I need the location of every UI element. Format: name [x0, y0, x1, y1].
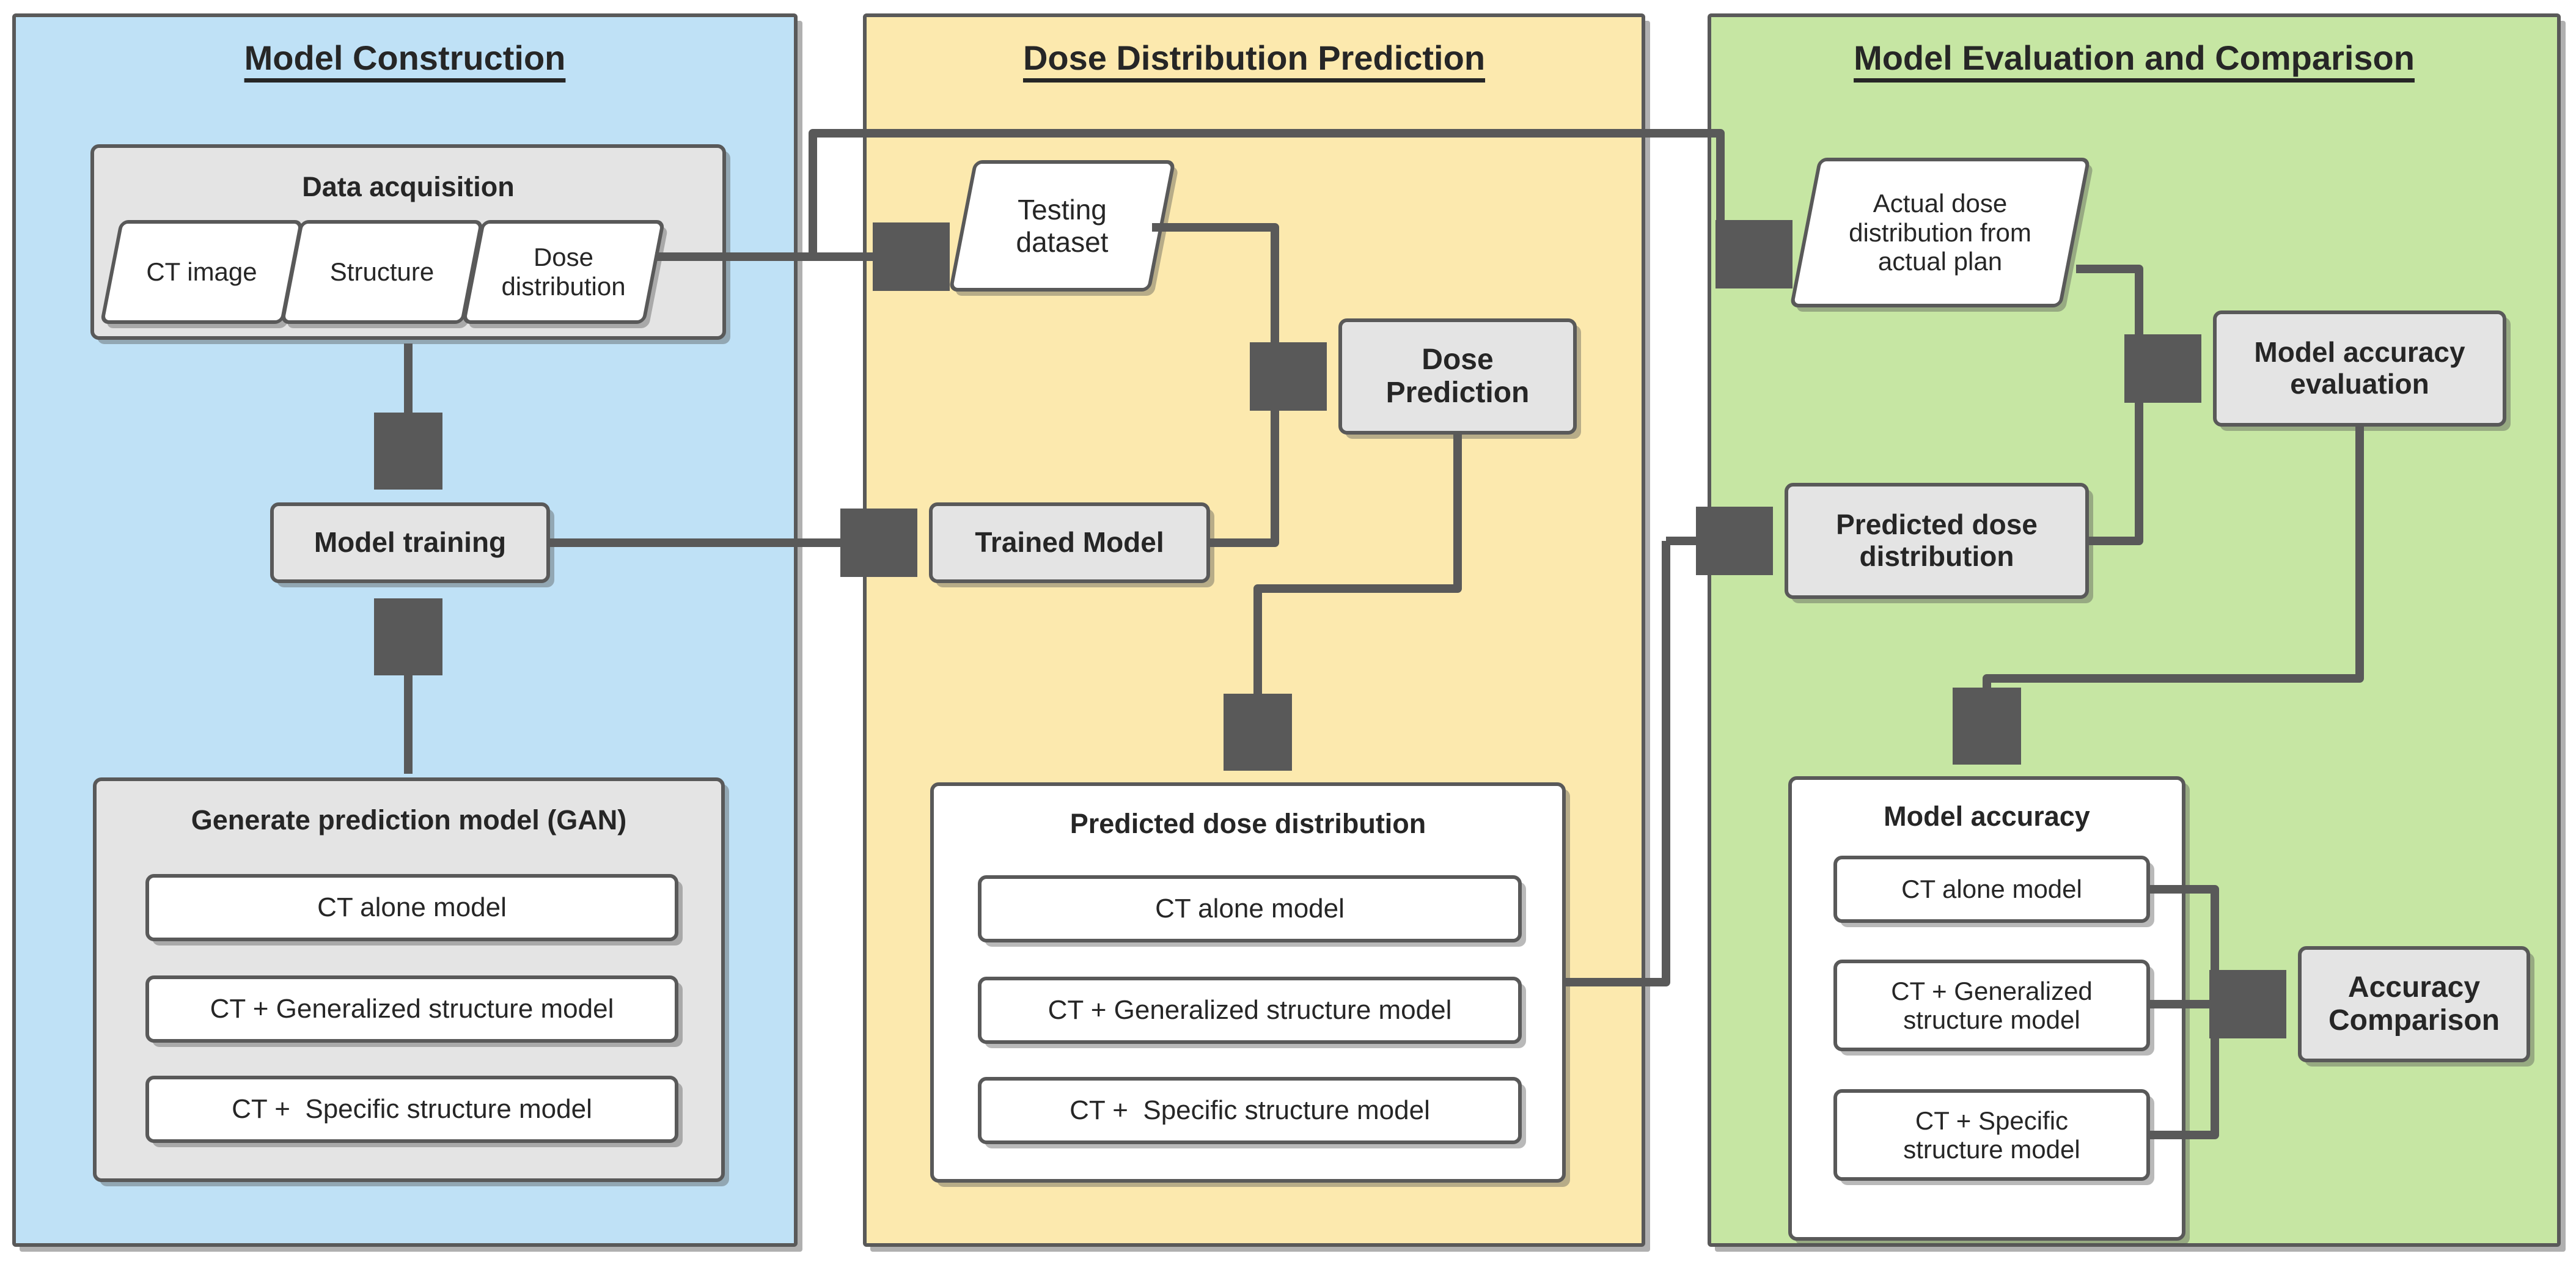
node-label: Model accuracy evaluation — [2254, 336, 2465, 400]
node-label: Accuracy Comparison — [2328, 971, 2500, 1037]
gan-model-ct-specific[interactable]: CT + Specific structure model — [145, 1076, 678, 1143]
group-title-data-acquisition: Data acquisition — [302, 171, 515, 202]
node-label: CT + Specific structure model — [1903, 1106, 2080, 1164]
node-label: Testing dataset — [1016, 194, 1109, 258]
panel-title-dose-distribution-prediction: Dose Distribution Prediction — [1022, 39, 1486, 77]
data-item-dose-distribution[interactable]: Dose distribution — [461, 220, 666, 324]
group-title-model-accuracy: Model accuracy — [1884, 801, 2090, 832]
node-label: CT + Generalized structure model — [210, 994, 614, 1024]
node-label: CT + Generalized structure model — [1048, 995, 1452, 1026]
node-testing-dataset[interactable]: Testing dataset — [949, 160, 1176, 292]
node-label: Predicted dose distribution — [1836, 509, 2038, 572]
node-label: Model training — [314, 526, 507, 559]
node-predicted-dose-distribution[interactable]: Predicted dose distribution — [1785, 483, 2089, 599]
node-label: CT alone model — [317, 892, 507, 923]
node-dose-prediction[interactable]: Dose Prediction — [1338, 318, 1577, 435]
node-trained-model[interactable]: Trained Model — [929, 502, 1210, 583]
node-actual-dose-distribution[interactable]: Actual dose distribution from actual pla… — [1789, 158, 2091, 307]
panel-title-model-evaluation-and-comparison: Model Evaluation and Comparison — [1854, 39, 2415, 77]
gan-model-ct-alone[interactable]: CT alone model — [145, 874, 678, 941]
accuracy-model-ct-specific[interactable]: CT + Specific structure model — [1833, 1089, 2150, 1181]
node-accuracy-comparison[interactable]: Accuracy Comparison — [2298, 946, 2530, 1062]
panel-title-model-construction: Model Construction — [244, 39, 566, 77]
node-label: Dose Prediction — [1385, 343, 1530, 409]
data-item-ct-image[interactable]: CT image — [100, 220, 304, 324]
accuracy-model-ct-generalized[interactable]: CT + Generalized structure model — [1833, 960, 2150, 1051]
node-model-accuracy-evaluation[interactable]: Model accuracy evaluation — [2213, 310, 2506, 427]
node-label: CT + Specific structure model — [232, 1094, 592, 1125]
group-title-predicted-dose-distribution: Predicted dose distribution — [1070, 808, 1426, 839]
node-label: CT alone model — [1155, 894, 1345, 924]
data-item-label: Structure — [329, 257, 435, 287]
data-item-label: CT image — [146, 257, 257, 287]
predicted-model-ct-alone[interactable]: CT alone model — [978, 875, 1522, 942]
node-label: Trained Model — [975, 526, 1164, 559]
node-label: CT alone model — [1901, 875, 2082, 904]
accuracy-model-ct-alone[interactable]: CT alone model — [1833, 856, 2150, 923]
data-item-structure[interactable]: Structure — [280, 220, 484, 324]
gan-model-ct-generalized[interactable]: CT + Generalized structure model — [145, 975, 678, 1043]
data-item-label: Dose distribution — [501, 243, 626, 301]
node-label: Actual dose distribution from actual pla… — [1849, 188, 2031, 276]
node-label: CT + Specific structure model — [1070, 1095, 1430, 1126]
predicted-model-ct-generalized[interactable]: CT + Generalized structure model — [978, 977, 1522, 1044]
predicted-model-ct-specific[interactable]: CT + Specific structure model — [978, 1077, 1522, 1144]
group-title-gan: Generate prediction model (GAN) — [191, 804, 627, 835]
node-model-training[interactable]: Model training — [270, 502, 550, 583]
node-label: CT + Generalized structure model — [1891, 976, 2093, 1034]
